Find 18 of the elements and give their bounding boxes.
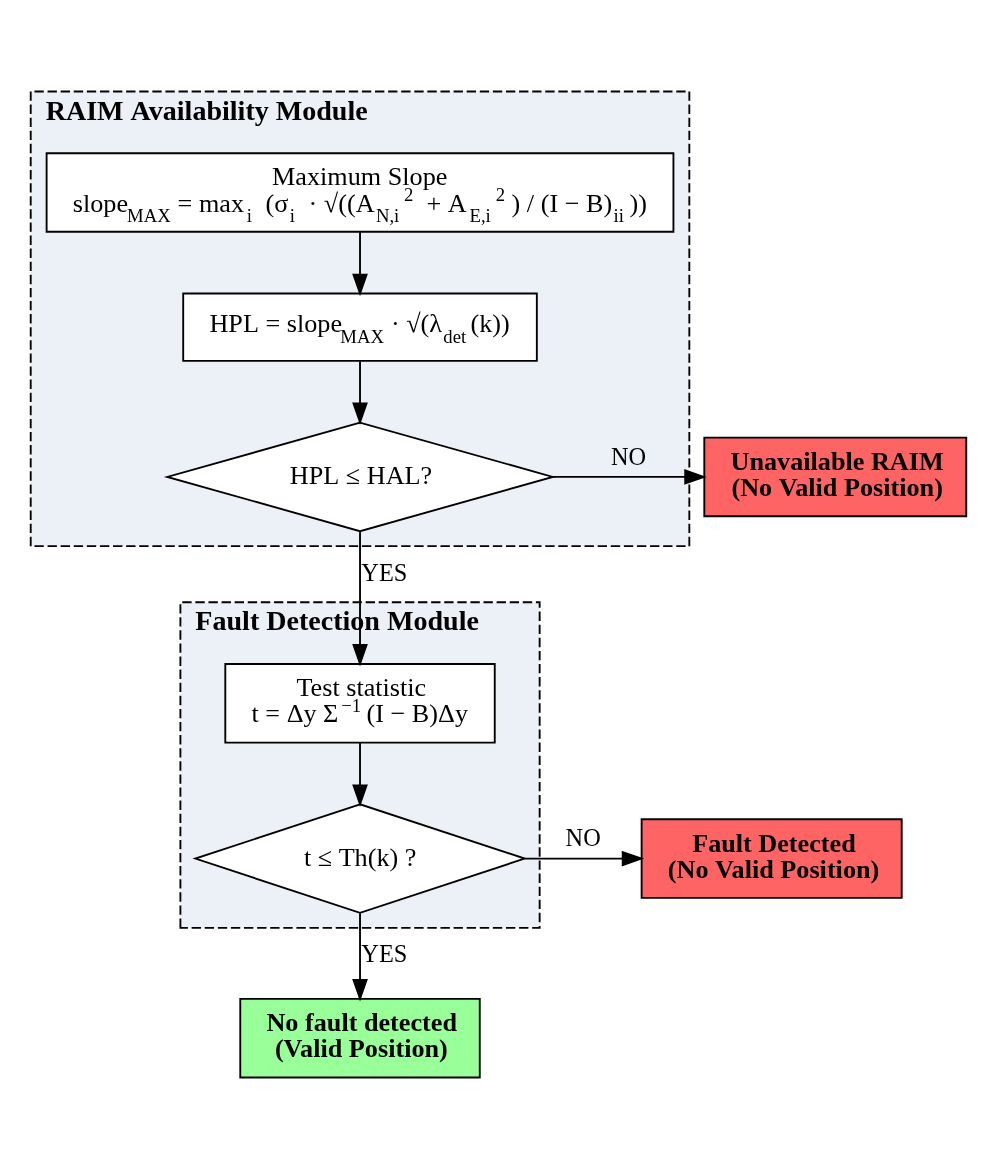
edge-label: YES xyxy=(361,558,408,586)
node-diamond: t ≤ Th(k) ? xyxy=(192,802,528,914)
node-box: Test statistic t = Δy Σ$^{−1}$(I − B)Δy xyxy=(224,662,496,744)
arrow xyxy=(552,468,707,485)
arrow xyxy=(524,850,645,866)
node-box: Unavailable RAIM (No Valid Position) xyxy=(703,436,968,517)
edge-label: NO xyxy=(565,823,601,851)
node-box: HPL = slope$_{MAX}$ · √(λ$_{det}$(k)) xyxy=(182,292,538,362)
edge-label: NO xyxy=(610,442,647,470)
edge-label: YES xyxy=(361,939,408,967)
node-box: Maximum Slope slope$_{MAX}$ = max$_{i}$ (σ$_{i}$ · √((A$_{N,i}$$^{2}$ + A$_{E,i}$$^{2}$) / (I − B)$_{ii}$)) xyxy=(45,151,675,233)
node-box: No fault detected (Valid Position) xyxy=(239,997,481,1078)
arrow xyxy=(352,360,368,425)
node-box: Fault Detected (No Valid Position) xyxy=(640,817,903,899)
arrow xyxy=(352,530,368,666)
arrow xyxy=(352,911,368,1002)
arrow xyxy=(352,741,368,807)
arrow xyxy=(352,230,368,296)
